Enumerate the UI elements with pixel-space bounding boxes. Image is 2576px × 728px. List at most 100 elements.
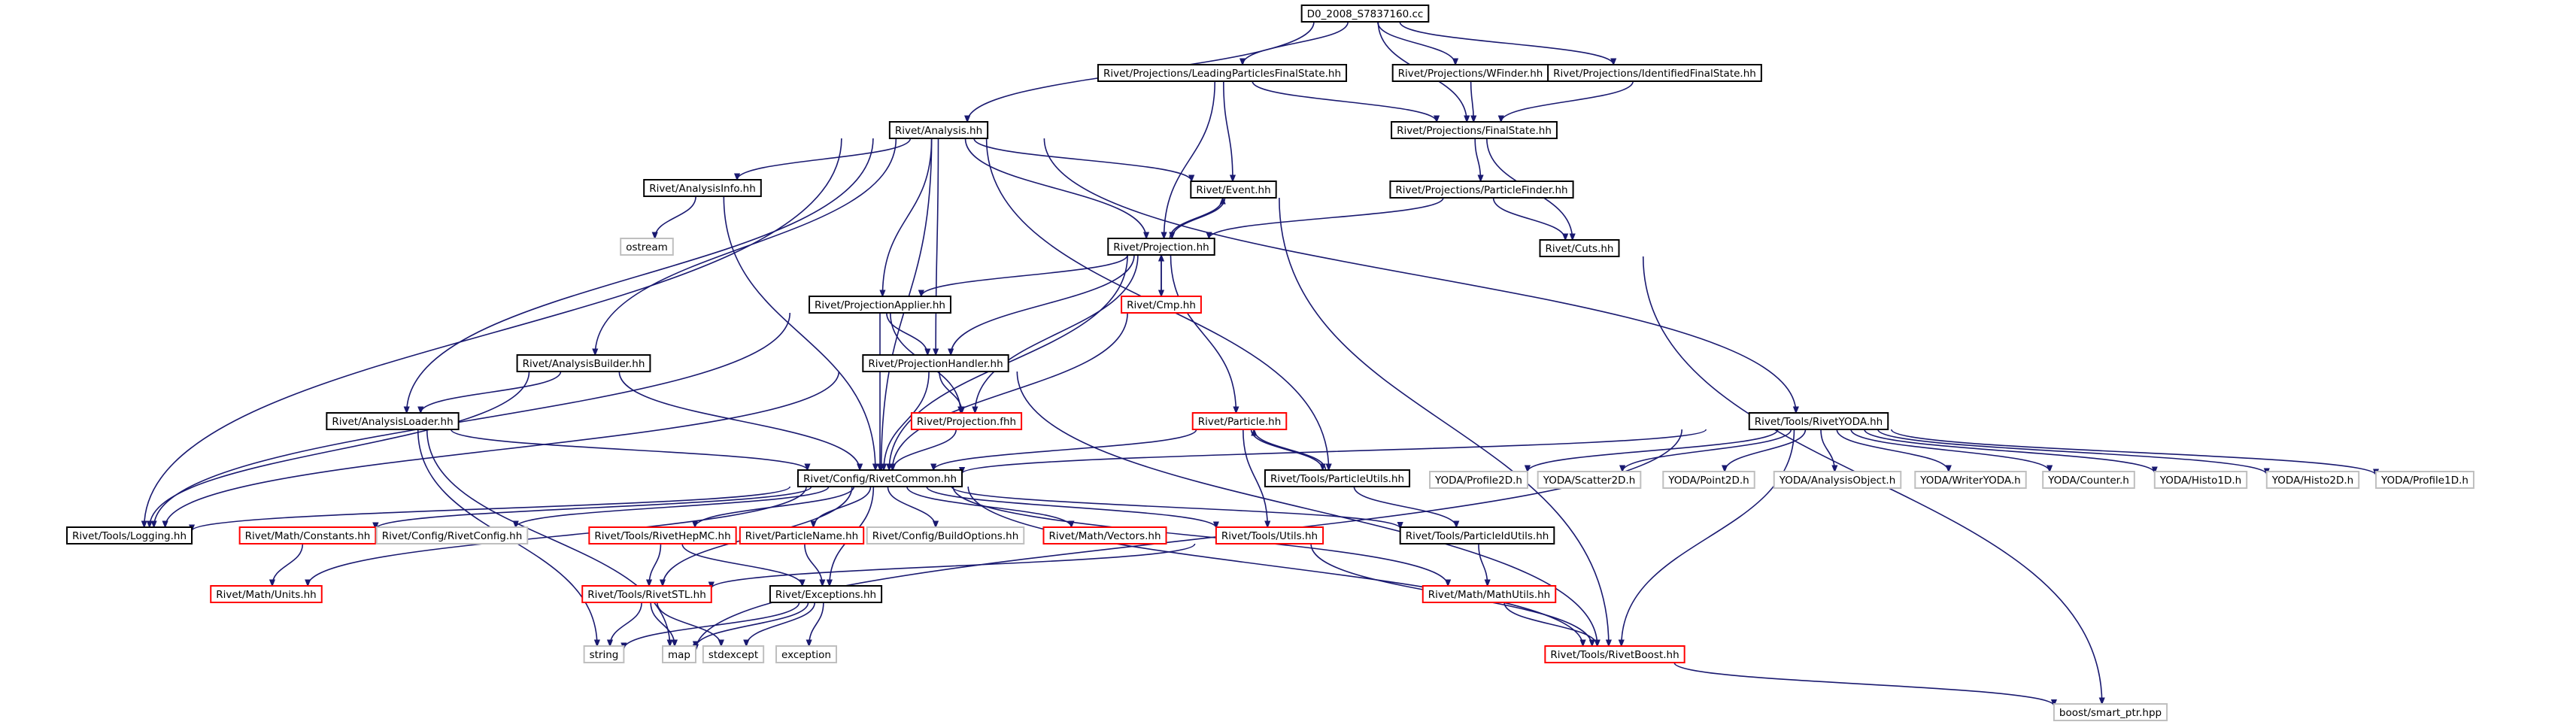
node-exceptions[interactable]: Rivet/Exceptions.hh <box>769 585 883 603</box>
node-stdexcept[interactable]: stdexcept <box>702 645 765 663</box>
node-box <box>1429 471 1528 489</box>
node-box <box>1389 180 1574 199</box>
node-writeryoda[interactable]: YODA/WriterYODA.h <box>1914 471 2027 489</box>
node-lpfs[interactable]: Rivet/Projections/LeadingParticlesFinalS… <box>1097 64 1348 82</box>
edge-rivetcommon-to-units <box>308 486 807 586</box>
node-particleutils[interactable]: Rivet/Tools/ParticleUtils.hh <box>1264 469 1411 487</box>
node-wfinder[interactable]: Rivet/Projections/WFinder.hh <box>1391 64 1549 82</box>
node-label: YODA/Histo1D.h <box>2159 475 2241 487</box>
edge-particlename-to-exceptions <box>804 543 823 586</box>
node-utils[interactable]: Rivet/Tools/Utils.hh <box>1215 526 1324 544</box>
node-label: Rivet/Projections/WFinder.hh <box>1398 68 1543 80</box>
node-analysisinfo[interactable]: Rivet/AnalysisInfo.hh <box>643 179 762 197</box>
node-finalstate[interactable]: Rivet/Projections/FinalState.hh <box>1391 121 1558 139</box>
node-particle[interactable]: Rivet/Particle.hh <box>1191 412 1288 430</box>
node-particlename[interactable]: Rivet/ParticleName.hh <box>739 526 865 544</box>
node-label: Rivet/Config/RivetConfig.hh <box>382 530 523 542</box>
edge-particleutils-to-particle <box>1254 429 1327 471</box>
edge-analysisinfo-to-ostream <box>655 196 696 238</box>
node-units[interactable]: Rivet/Math/Units.hh <box>210 585 323 603</box>
node-label: YODA/Histo2D.h <box>2271 475 2353 487</box>
node-label: Rivet/Projections/FinalState.hh <box>1397 125 1552 137</box>
node-buildoptions[interactable]: Rivet/Config/BuildOptions.hh <box>866 526 1025 544</box>
edge-analysis-to-logging <box>144 138 842 527</box>
node-label: Rivet/AnalysisInfo.hh <box>649 183 756 195</box>
node-cmp[interactable]: Rivet/Cmp.hh <box>1121 296 1202 314</box>
node-smartptr[interactable]: boost/smart_ptr.hpp <box>2053 703 2168 721</box>
node-counter[interactable]: YODA/Counter.h <box>2042 471 2135 489</box>
node-label: Rivet/Cuts.hh <box>1546 243 1614 255</box>
node-event[interactable]: Rivet/Event.hh <box>1190 180 1277 199</box>
node-analysisloader[interactable]: Rivet/AnalysisLoader.hh <box>326 412 460 430</box>
node-analysisobject[interactable]: YODA/AnalysisObject.h <box>1773 471 1902 489</box>
node-cuts[interactable]: Rivet/Cuts.hh <box>1539 239 1620 257</box>
node-profile2d[interactable]: YODA/Profile2D.h <box>1429 471 1528 489</box>
node-point2d[interactable]: YODA/Point2D.h <box>1662 471 1755 489</box>
node-box <box>1773 471 1902 489</box>
node-box <box>1547 64 1762 82</box>
node-label: exception <box>781 649 831 661</box>
node-box <box>583 645 625 663</box>
edge-rivetyoda-to-profile1d <box>1890 429 2376 476</box>
node-label: ostream <box>626 241 668 253</box>
node-analysisbuilder[interactable]: Rivet/AnalysisBuilder.hh <box>516 354 651 372</box>
edge-particlefinder-to-cuts <box>1492 197 1566 240</box>
node-projfhh[interactable]: Rivet/Projection.fhh <box>910 412 1023 430</box>
node-label: Rivet/ProjectionApplier.hh <box>815 299 945 311</box>
edge-rivetstl-to-map <box>650 602 675 646</box>
node-scatter2d[interactable]: YODA/Scatter2D.h <box>1537 471 1642 489</box>
node-rivetboost[interactable]: Rivet/Tools/RivetBoost.hh <box>1544 645 1685 663</box>
node-histo2d[interactable]: YODA/Histo2D.h <box>2265 471 2360 489</box>
node-projhandler[interactable]: Rivet/ProjectionHandler.hh <box>862 354 1009 372</box>
node-string[interactable]: string <box>583 645 625 663</box>
node-label: Rivet/Math/Vectors.hh <box>1048 530 1161 542</box>
node-label: Rivet/Tools/ParticleIdUtils.hh <box>1406 530 1549 542</box>
node-box <box>1914 471 2027 489</box>
node-box <box>1097 64 1348 82</box>
edge-finalstate-to-particlefinder <box>1474 138 1480 181</box>
node-map[interactable]: map <box>662 645 696 663</box>
node-profile1d[interactable]: YODA/Profile1D.h <box>2375 471 2474 489</box>
node-logging[interactable]: Rivet/Tools/Logging.hh <box>65 526 193 544</box>
node-root[interactable]: D0_2008_S7837160.cc <box>1300 5 1430 23</box>
node-histo1d[interactable]: YODA/Histo1D.h <box>2153 471 2248 489</box>
node-vectors[interactable]: Rivet/Math/Vectors.hh <box>1042 526 1167 544</box>
dependency-edges <box>144 21 2376 705</box>
node-ostream[interactable]: ostream <box>620 238 674 256</box>
node-box <box>581 585 712 603</box>
edge-lpfs-to-finalstate <box>1252 80 1437 122</box>
node-rivethepmc[interactable]: Rivet/Tools/RivetHepMC.hh <box>588 526 737 544</box>
node-idfs[interactable]: Rivet/Projections/IdentifiedFinalState.h… <box>1547 64 1762 82</box>
node-particleidutils[interactable]: Rivet/Tools/ParticleIdUtils.hh <box>1399 526 1555 544</box>
node-exception[interactable]: exception <box>775 645 837 663</box>
dependency-nodes: D0_2008_S7837160.ccRivet/Projections/Lea… <box>65 5 2474 721</box>
node-box <box>1422 585 1557 603</box>
edge-rivetyoda-to-counter <box>1850 429 2050 472</box>
node-rivetyoda[interactable]: Rivet/Tools/RivetYODA.hh <box>1748 412 1889 430</box>
node-label: Rivet/Cmp.hh <box>1127 299 1196 311</box>
edge-root-to-wfinder <box>1377 21 1455 65</box>
node-mathutils[interactable]: Rivet/Math/MathUtils.hh <box>1422 585 1557 603</box>
node-projection[interactable]: Rivet/Projection.hh <box>1107 238 1215 256</box>
node-box <box>1300 5 1430 23</box>
node-box <box>620 238 674 256</box>
node-box <box>866 526 1025 544</box>
edge-rivetyoda-to-analysisobject <box>1820 429 1834 472</box>
node-projapplier[interactable]: Rivet/ProjectionApplier.hh <box>809 296 951 314</box>
node-rivetstl[interactable]: Rivet/Tools/RivetSTL.hh <box>581 585 712 603</box>
node-rivetcommon[interactable]: Rivet/Config/RivetCommon.hh <box>796 469 963 487</box>
edge-particleidutils-to-mathutils <box>1478 543 1488 586</box>
node-label: Rivet/Projections/ParticleFinder.hh <box>1395 184 1567 196</box>
node-constants[interactable]: Rivet/Math/Constants.hh <box>238 526 377 544</box>
edge-analysis-to-analysisinfo <box>737 138 912 180</box>
node-label: Rivet/Particle.hh <box>1198 416 1282 428</box>
edge-wfinder-to-finalstate <box>1470 80 1474 122</box>
node-label: Rivet/Tools/RivetSTL.hh <box>587 589 706 601</box>
node-label: boost/smart_ptr.hpp <box>2059 707 2162 719</box>
node-rivetconfig[interactable]: Rivet/Config/RivetConfig.hh <box>375 526 529 544</box>
node-analysis[interactable]: Rivet/Analysis.hh <box>888 121 989 139</box>
edge-rivetyoda-to-rivetcommon <box>962 429 1707 475</box>
node-box <box>2053 703 2168 721</box>
node-particlefinder[interactable]: Rivet/Projections/ParticleFinder.hh <box>1389 180 1574 199</box>
